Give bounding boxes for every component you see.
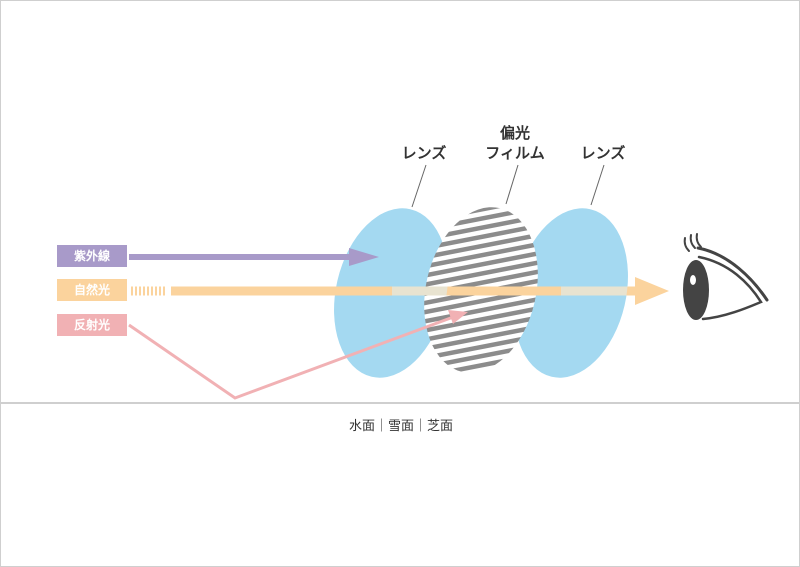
eye-icon: [683, 233, 769, 321]
surfaces-caption: 水面｜雪面｜芝面: [349, 418, 453, 434]
film-label-line1: 偏光: [500, 124, 530, 142]
natural-light-tag-label: 自然光: [74, 282, 110, 297]
uv-tag: [57, 245, 127, 267]
uv-tag-label: 紫外線: [74, 248, 110, 263]
uv-ray: [129, 248, 379, 266]
reflected-light-tag: [57, 314, 127, 336]
lens-left-label: レンズ: [402, 144, 447, 162]
film-leader: [505, 164, 519, 205]
lens-right-label: レンズ: [581, 144, 626, 162]
natural-light-tag: [57, 279, 127, 301]
reflected-light-tag-label: 反射光: [74, 317, 110, 332]
natural-light-ray: [131, 277, 669, 305]
film-label-line2: フィルム: [485, 144, 544, 162]
reflected-light-ray: [128, 310, 468, 400]
lens-right-leader: [590, 164, 605, 206]
lens-left-leader: [411, 164, 427, 208]
